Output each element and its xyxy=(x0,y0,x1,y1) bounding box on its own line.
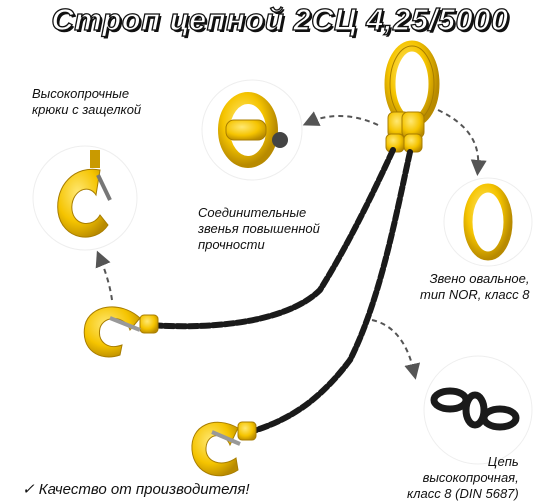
connector-link-detail-icon xyxy=(201,79,303,181)
chain-label: Цепь высокопрочная, класс 8 (DIN 5687) xyxy=(407,454,519,501)
chain-leg-right xyxy=(247,149,413,435)
arrow-to-oval-link xyxy=(437,109,487,176)
oval-link-detail-icon xyxy=(443,177,533,267)
sling-hook-left-icon xyxy=(83,306,159,358)
arrow-to-hook xyxy=(95,250,113,301)
sling-hook-bottom-icon xyxy=(191,421,257,477)
arrow-to-chain xyxy=(371,319,421,380)
arrow-to-connector xyxy=(302,111,379,126)
oval-link-label: Звено овальное, тип NOR, класс 8 xyxy=(420,271,530,302)
chain-detail-icon xyxy=(423,355,533,465)
hook-detail-icon xyxy=(32,145,138,251)
top-connector-links-icon xyxy=(385,111,425,153)
master-oval-link-icon xyxy=(384,40,440,128)
hooks-label: Высокопрочные крюки с защелкой xyxy=(32,86,142,117)
chain-leg-left xyxy=(147,147,396,330)
connectors-label: Соединительные звенья повышенной прочнос… xyxy=(198,205,320,252)
quality-footer: ✓ Качество от производителя! xyxy=(22,481,250,498)
product-title: Строп цепной 2СЦ 4,25/5000 xyxy=(51,1,509,37)
